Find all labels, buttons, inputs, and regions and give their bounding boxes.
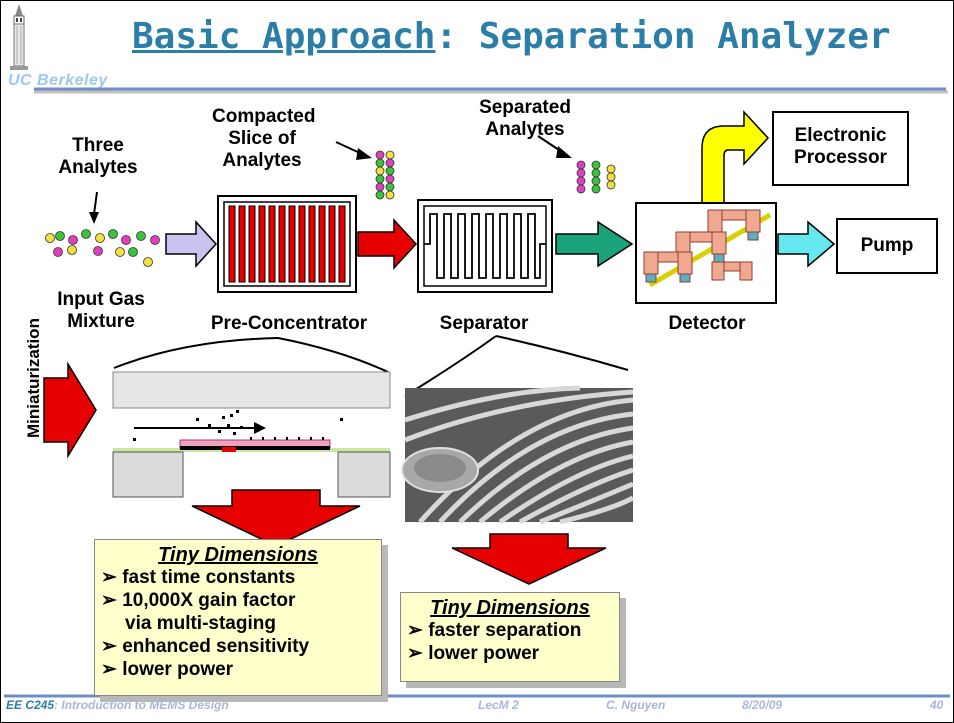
tiny-dimensions-box-right: Tiny Dimensions ➢ faster separation ➢ lo…	[400, 592, 620, 682]
compacted-slice-dots	[375, 150, 395, 200]
box-right-item: ➢ lower power	[407, 643, 540, 664]
yellow-processor-arrow	[701, 110, 770, 204]
label-processor: Processor	[794, 147, 887, 168]
separated-analytes-dots	[576, 160, 616, 194]
label-pump: Pump	[860, 235, 914, 256]
box-right-item: ➢ faster separation	[407, 620, 582, 641]
right-down-arrow	[451, 533, 607, 585]
cyan-flow-arrow	[777, 220, 836, 268]
electronic-processor-box: Electronic Processor	[772, 111, 909, 186]
teal-flow-arrow	[555, 220, 634, 268]
left-down-arrow	[191, 489, 361, 547]
box-left-heading: Tiny Dimensions	[158, 544, 318, 566]
box-left-item: ➢ 10,000X gain factor	[101, 590, 296, 611]
box-left-item: ➢ enhanced sensitivity	[101, 636, 310, 657]
footer-page-number: 40	[930, 698, 944, 712]
label-input-gas: Input Gas Mixture	[57, 289, 145, 332]
label-separator: Separator	[439, 313, 529, 334]
box-left-item: ➢ lower power	[101, 659, 234, 680]
label-compacted-slice: Compacted Slice of Analytes	[212, 106, 316, 171]
footer-course: EE C245: Introduction to MEMS Design	[6, 698, 229, 712]
miniaturization-arrow	[43, 361, 97, 459]
label-three-analytes: Three Analytes	[58, 135, 138, 178]
box-left-item: via multi-staging	[125, 613, 276, 634]
footer-author: C. Nguyen	[606, 698, 666, 712]
label-pre-concentrator: Pre-Concentrator	[210, 313, 368, 334]
campanile-logo-icon	[10, 4, 28, 70]
red-flow-arrow	[357, 218, 418, 270]
title-approach: Basic Approach	[132, 16, 436, 57]
separator-sem-image	[401, 385, 635, 525]
label-detector: Detector	[668, 313, 746, 334]
pre-concentrator-cross-section	[112, 371, 391, 498]
input-gas-dots	[45, 229, 160, 267]
title-rest: : Separation Analyzer	[435, 16, 891, 57]
pre-concentrator-block	[217, 195, 357, 293]
box-right-heading: Tiny Dimensions	[430, 597, 590, 619]
label-electronic: Electronic	[794, 125, 887, 146]
uc-berkeley-logo: UC Berkeley	[8, 72, 108, 89]
footer-date: 8/20/09	[742, 698, 783, 712]
slide-title: Basic Approach: Separation Analyzer	[132, 16, 891, 57]
separator-block	[417, 199, 553, 293]
input-arrow	[165, 220, 218, 268]
footer-lecture: LecM 2	[478, 698, 519, 712]
pump-box: Pump	[836, 218, 938, 274]
tiny-dimensions-box-left: Tiny Dimensions ➢ fast time constants ➢ …	[94, 539, 382, 696]
label-separated-analytes: Separated Analytes	[479, 97, 571, 140]
box-left-item: ➢ fast time constants	[101, 567, 296, 588]
detector-block	[635, 202, 777, 304]
